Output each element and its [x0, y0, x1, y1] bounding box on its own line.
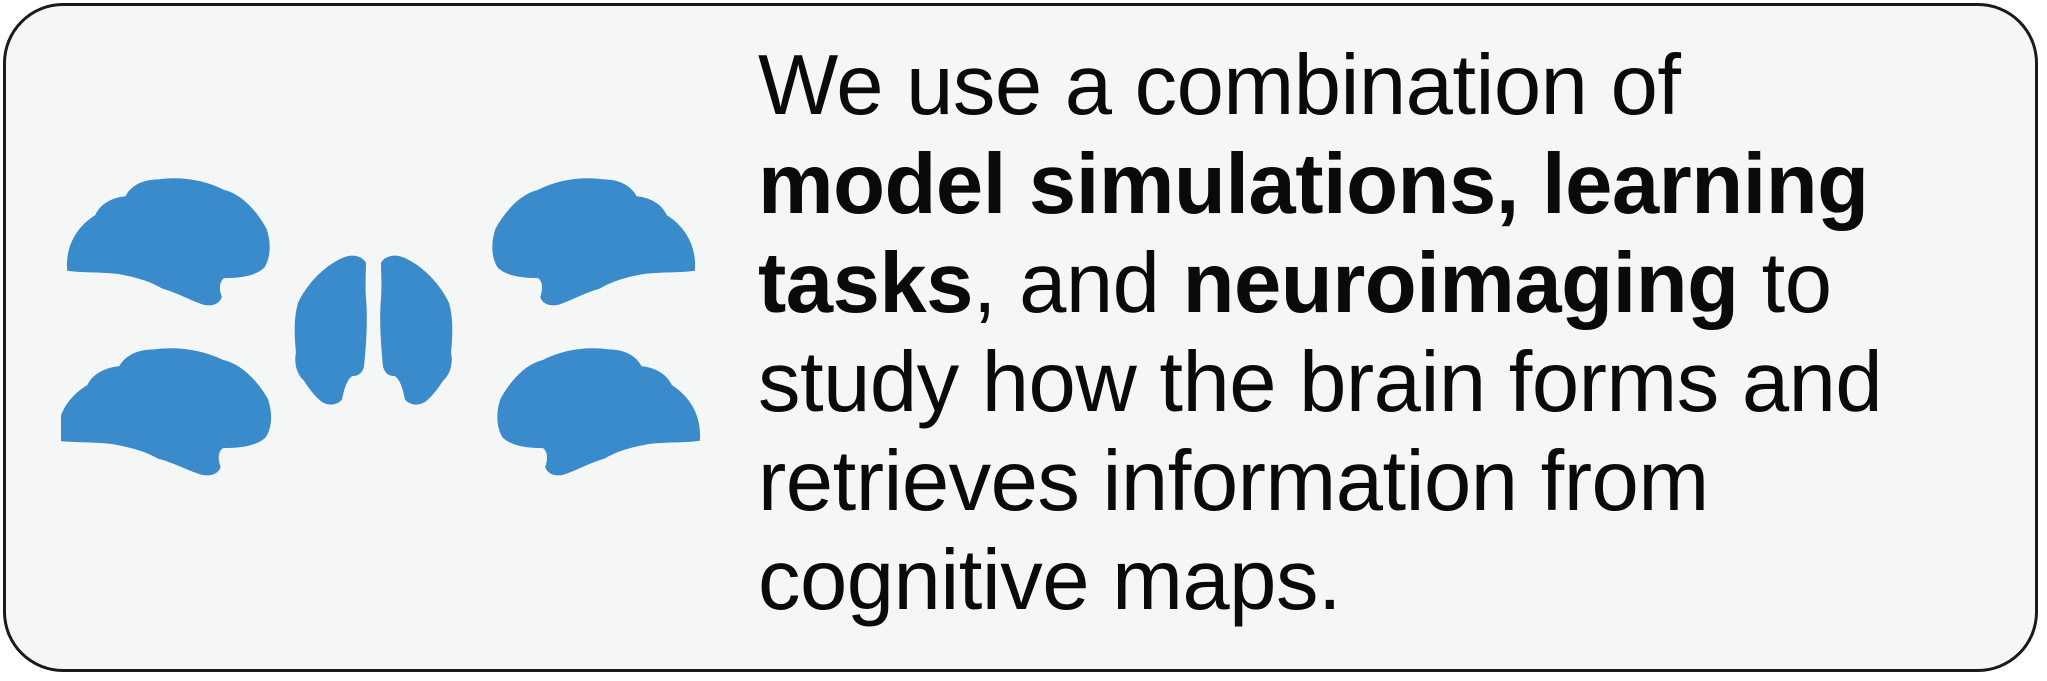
blurb-to: to: [1738, 236, 1832, 331]
info-card: We use a combination of model simulation…: [3, 3, 2038, 672]
highlight-neuroimaging: neuroimaging: [1182, 236, 1739, 331]
blurb-line-2: model simulations, learning: [758, 135, 2018, 234]
blurb-line-5: retrieves information from: [758, 434, 1709, 529]
brain-midsagittal-icon: [380, 255, 453, 405]
highlight-tasks: tasks: [758, 236, 973, 331]
brain-right-lateral-icon: [66, 178, 270, 306]
brain-left-lateral-icon: [497, 348, 701, 476]
blurb-line-4: study how the brain forms and: [758, 335, 1883, 430]
research-description: We use a combination of model simulation…: [758, 36, 2018, 630]
blurb-space: [1519, 137, 1542, 232]
brain-left-lateral-icon: [492, 178, 696, 306]
brain-right-lateral-icon: [61, 348, 272, 476]
highlight-model-simulations: model simulations,: [758, 137, 1519, 232]
blurb-line-1: We use a combination of: [758, 38, 1681, 133]
blurb-line-6: cognitive maps.: [758, 533, 1342, 628]
highlight-learning: learning: [1541, 137, 1869, 232]
blurb-line-3: tasks, and neuroimaging to: [758, 234, 2018, 333]
brain-midsagittal-icon: [294, 255, 367, 405]
brain-views-illustration: [61, 178, 701, 476]
blurb-and: , and: [972, 236, 1183, 331]
